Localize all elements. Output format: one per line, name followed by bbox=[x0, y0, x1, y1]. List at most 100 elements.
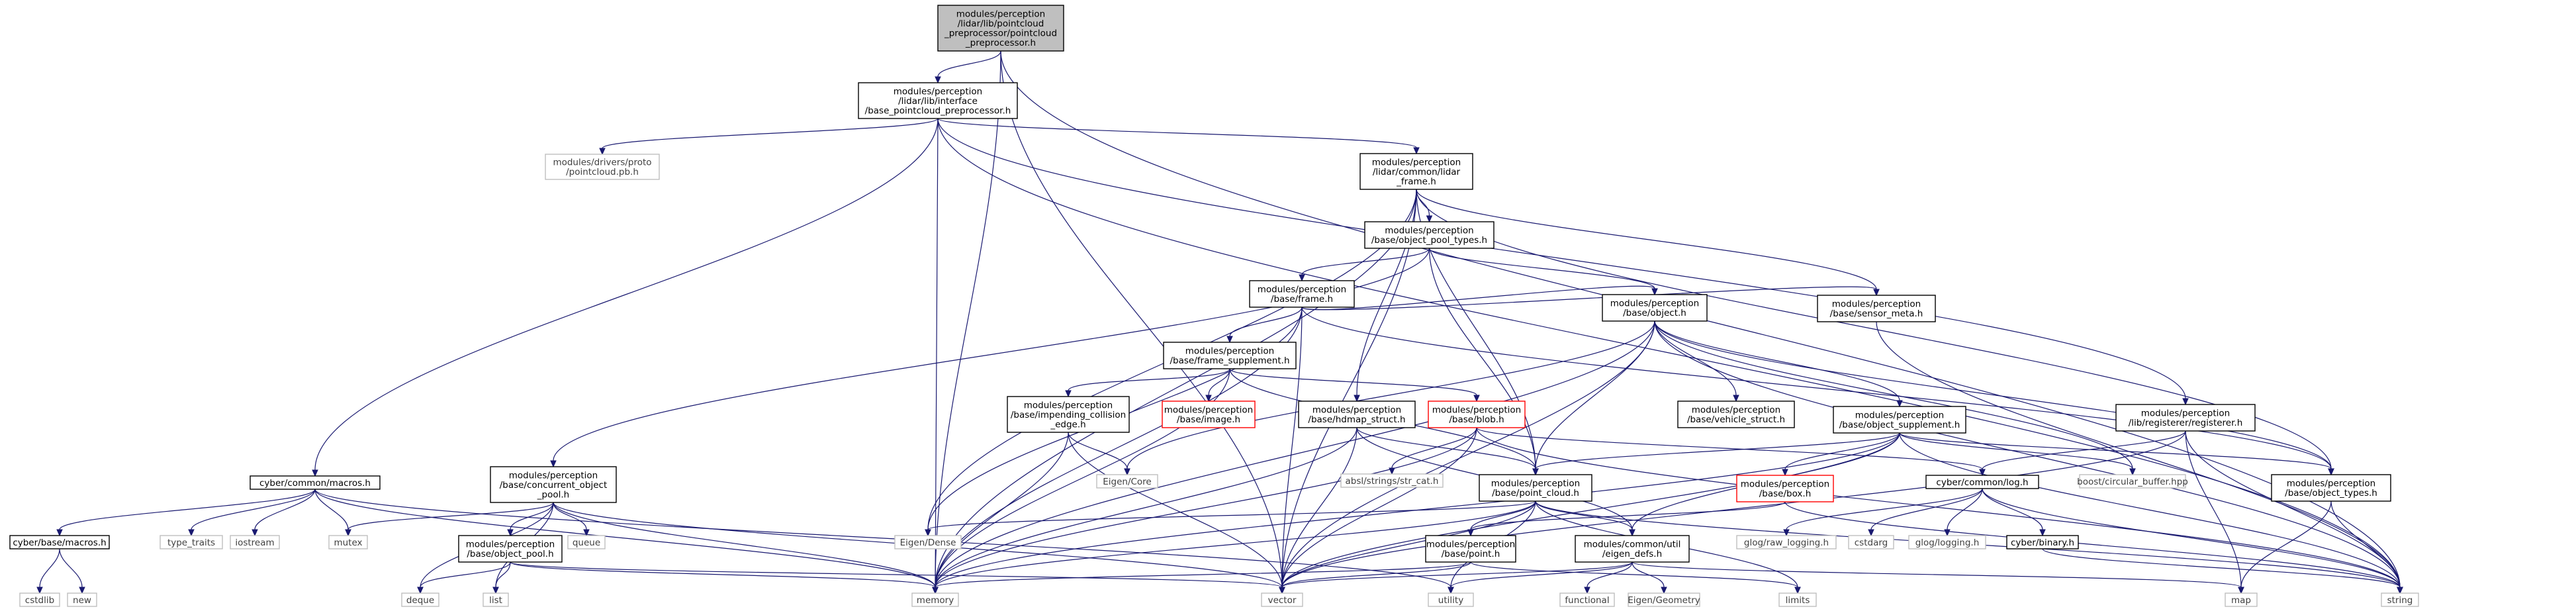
node-object-supplement[interactable]: modules/perception/base/object_supplemen… bbox=[1833, 406, 1966, 434]
edge-object-pool-to-vector bbox=[510, 561, 1285, 594]
node-object-pool-types[interactable]: modules/perception/base/object_pool_type… bbox=[1364, 221, 1495, 249]
node-vehicle-struct[interactable]: modules/perception/base/vehicle_struct.h bbox=[1677, 401, 1795, 428]
edge-lidar-frame-to-vector bbox=[1279, 189, 1417, 594]
node-root[interactable]: modules/perception/lidar/lib/pointcloud_… bbox=[937, 5, 1064, 52]
node-box bbox=[67, 592, 97, 607]
node-map[interactable]: map bbox=[2225, 592, 2258, 607]
node-memory[interactable]: memory bbox=[911, 592, 959, 607]
node-label: /base/object.h bbox=[1623, 308, 1686, 318]
node-box bbox=[1340, 473, 1444, 488]
node-label: modules/perception bbox=[1024, 400, 1113, 410]
node-label: /base/point.h bbox=[1442, 549, 1500, 559]
node-glog-raw[interactable]: glog/raw_logging.h bbox=[1736, 535, 1837, 549]
node-object-types[interactable]: modules/perception/base/object_types.h bbox=[2271, 474, 2391, 502]
node-label: cyber/base/macros.h bbox=[13, 538, 106, 548]
node-lidar-frame[interactable]: modules/perception/lidar/common/lidar_fr… bbox=[1359, 153, 1473, 190]
graph-edges bbox=[36, 50, 2403, 594]
edge-lidar-frame-to-hdmap-struct bbox=[1354, 189, 1417, 402]
node-box bbox=[230, 535, 280, 549]
node-cyber-base-macros[interactable]: cyber/base/macros.h bbox=[9, 535, 110, 549]
node-label: list bbox=[489, 595, 502, 606]
node-label: boost/circular_buffer.hpp bbox=[2077, 477, 2188, 487]
node-glog-logging[interactable]: glog/logging.h bbox=[1908, 535, 1986, 549]
node-label: utility bbox=[1438, 595, 1463, 606]
node-absl-strcat[interactable]: absl/strings/str_cat.h bbox=[1340, 473, 1444, 488]
node-hdmap-struct[interactable]: modules/perception/base/hdmap_struct.h bbox=[1298, 401, 1416, 428]
node-point-cloud[interactable]: modules/perception/base/point_cloud.h bbox=[1479, 474, 1592, 502]
node-label: /base/impending_collision bbox=[1011, 410, 1126, 420]
node-box bbox=[1817, 295, 1936, 322]
node-label: modules/drivers/proto bbox=[553, 158, 651, 168]
node-limits[interactable]: limits bbox=[1778, 592, 1817, 607]
edge-object-to-boost-cb bbox=[1654, 320, 2136, 476]
node-iostream[interactable]: iostream bbox=[230, 535, 280, 549]
node-drivers-proto[interactable]: modules/drivers/proto/pointcloud.pb.h bbox=[545, 154, 660, 180]
node-boost-cb[interactable]: boost/circular_buffer.hpp bbox=[2077, 474, 2188, 489]
node-box bbox=[250, 475, 381, 490]
node-list[interactable]: list bbox=[483, 592, 509, 607]
edge-object-to-object-supplement bbox=[1654, 320, 1903, 408]
node-object-pool[interactable]: modules/perception/base/object_pool.h bbox=[458, 535, 563, 563]
edge-root-to-vector bbox=[1000, 50, 1285, 594]
node-utility[interactable]: utility bbox=[1428, 592, 1474, 607]
node-cstdarg[interactable]: cstdarg bbox=[1848, 535, 1894, 549]
node-box bbox=[458, 535, 563, 563]
node-image[interactable]: modules/perception/base/image.h bbox=[1162, 401, 1256, 428]
node-box[interactable]: modules/perception/base/box.h bbox=[1736, 475, 1834, 502]
node-box bbox=[2271, 474, 2391, 502]
edge-object-pool-types-to-concurrent-pool bbox=[550, 248, 1430, 468]
node-box bbox=[2225, 592, 2258, 607]
node-impending[interactable]: modules/perception/base/impending_collis… bbox=[1007, 396, 1130, 433]
node-label: modules/perception bbox=[1832, 299, 1921, 310]
edge-cyber-macros-to-mutex bbox=[314, 489, 351, 537]
edge-point-to-limits bbox=[1470, 561, 1801, 594]
node-cstdlib[interactable]: cstdlib bbox=[19, 592, 60, 607]
node-label: /lidar/lib/pointcloud bbox=[958, 19, 1044, 29]
node-box bbox=[1298, 401, 1416, 428]
node-vector[interactable]: vector bbox=[1261, 592, 1303, 607]
node-blob[interactable]: modules/perception/base/blob.h bbox=[1428, 401, 1526, 428]
node-box bbox=[1778, 592, 1817, 607]
node-deque[interactable]: deque bbox=[401, 592, 439, 607]
edge-eigen-defs-to-utility bbox=[1448, 561, 1633, 594]
edge-object-supplement-to-object-types bbox=[1899, 432, 2334, 476]
edge-cyber-log-to-glog-raw bbox=[1783, 488, 1983, 537]
edge-object-supplement-to-boost-cb bbox=[1899, 432, 2136, 476]
node-string[interactable]: string bbox=[2381, 592, 2419, 607]
node-cyber-macros[interactable]: cyber/common/macros.h bbox=[250, 475, 381, 490]
node-box bbox=[1848, 535, 1894, 549]
node-point[interactable]: modules/perception/base/point.h bbox=[1425, 535, 1516, 563]
node-eigen-defs[interactable]: modules/common/util/eigen_defs.h bbox=[1575, 535, 1690, 563]
node-object[interactable]: modules/perception/base/object.h bbox=[1602, 294, 1708, 322]
node-cyber-log[interactable]: cyber/common/log.h bbox=[1925, 475, 2039, 489]
node-label: modules/perception bbox=[2141, 408, 2230, 419]
node-functional[interactable]: functional bbox=[1559, 592, 1615, 607]
node-label: modules/perception bbox=[1491, 479, 1580, 489]
node-box bbox=[1425, 535, 1516, 563]
node-label: glog/logging.h bbox=[1915, 538, 1980, 548]
node-frame-supplement[interactable]: modules/perception/base/frame_supplement… bbox=[1163, 342, 1297, 369]
node-label: modules/perception bbox=[466, 540, 555, 550]
node-box bbox=[1575, 535, 1690, 563]
node-sensor-meta[interactable]: modules/perception/base/sensor_meta.h bbox=[1817, 295, 1936, 322]
node-box bbox=[490, 466, 617, 503]
node-label: modules/perception bbox=[2287, 479, 2375, 489]
edge-base-pp-to-cyber-macros bbox=[312, 118, 939, 477]
edge-object-pool-to-list bbox=[492, 561, 511, 594]
node-frame[interactable]: modules/perception/base/frame.h bbox=[1249, 280, 1355, 308]
node-eigen-geometry[interactable]: Eigen/Geometry bbox=[1628, 592, 1700, 607]
node-label: type_traits bbox=[167, 538, 215, 548]
node-label: /base/frame_supplement.h bbox=[1170, 355, 1290, 366]
node-type-traits[interactable]: type_traits bbox=[160, 535, 223, 549]
node-cyber-binary[interactable]: cyber/binary.h bbox=[2006, 535, 2079, 549]
edge-concurrent-pool-to-memory bbox=[553, 502, 939, 594]
node-queue[interactable]: queue bbox=[567, 535, 606, 549]
node-new[interactable]: new bbox=[67, 592, 97, 607]
node-mutex[interactable]: mutex bbox=[328, 535, 368, 549]
node-concurrent-pool[interactable]: modules/perception/base/concurrent_objec… bbox=[490, 466, 617, 503]
node-base-pp[interactable]: modules/perception/lidar/lib/interface/b… bbox=[858, 82, 1018, 119]
node-eigen-dense[interactable]: Eigen/Dense bbox=[894, 535, 962, 549]
node-registerer[interactable]: modules/perception/lib/registerer/regist… bbox=[2115, 404, 2256, 432]
node-label: /base/object_types.h bbox=[2285, 488, 2377, 498]
node-eigen-core[interactable]: Eigen/Core bbox=[1096, 474, 1158, 489]
